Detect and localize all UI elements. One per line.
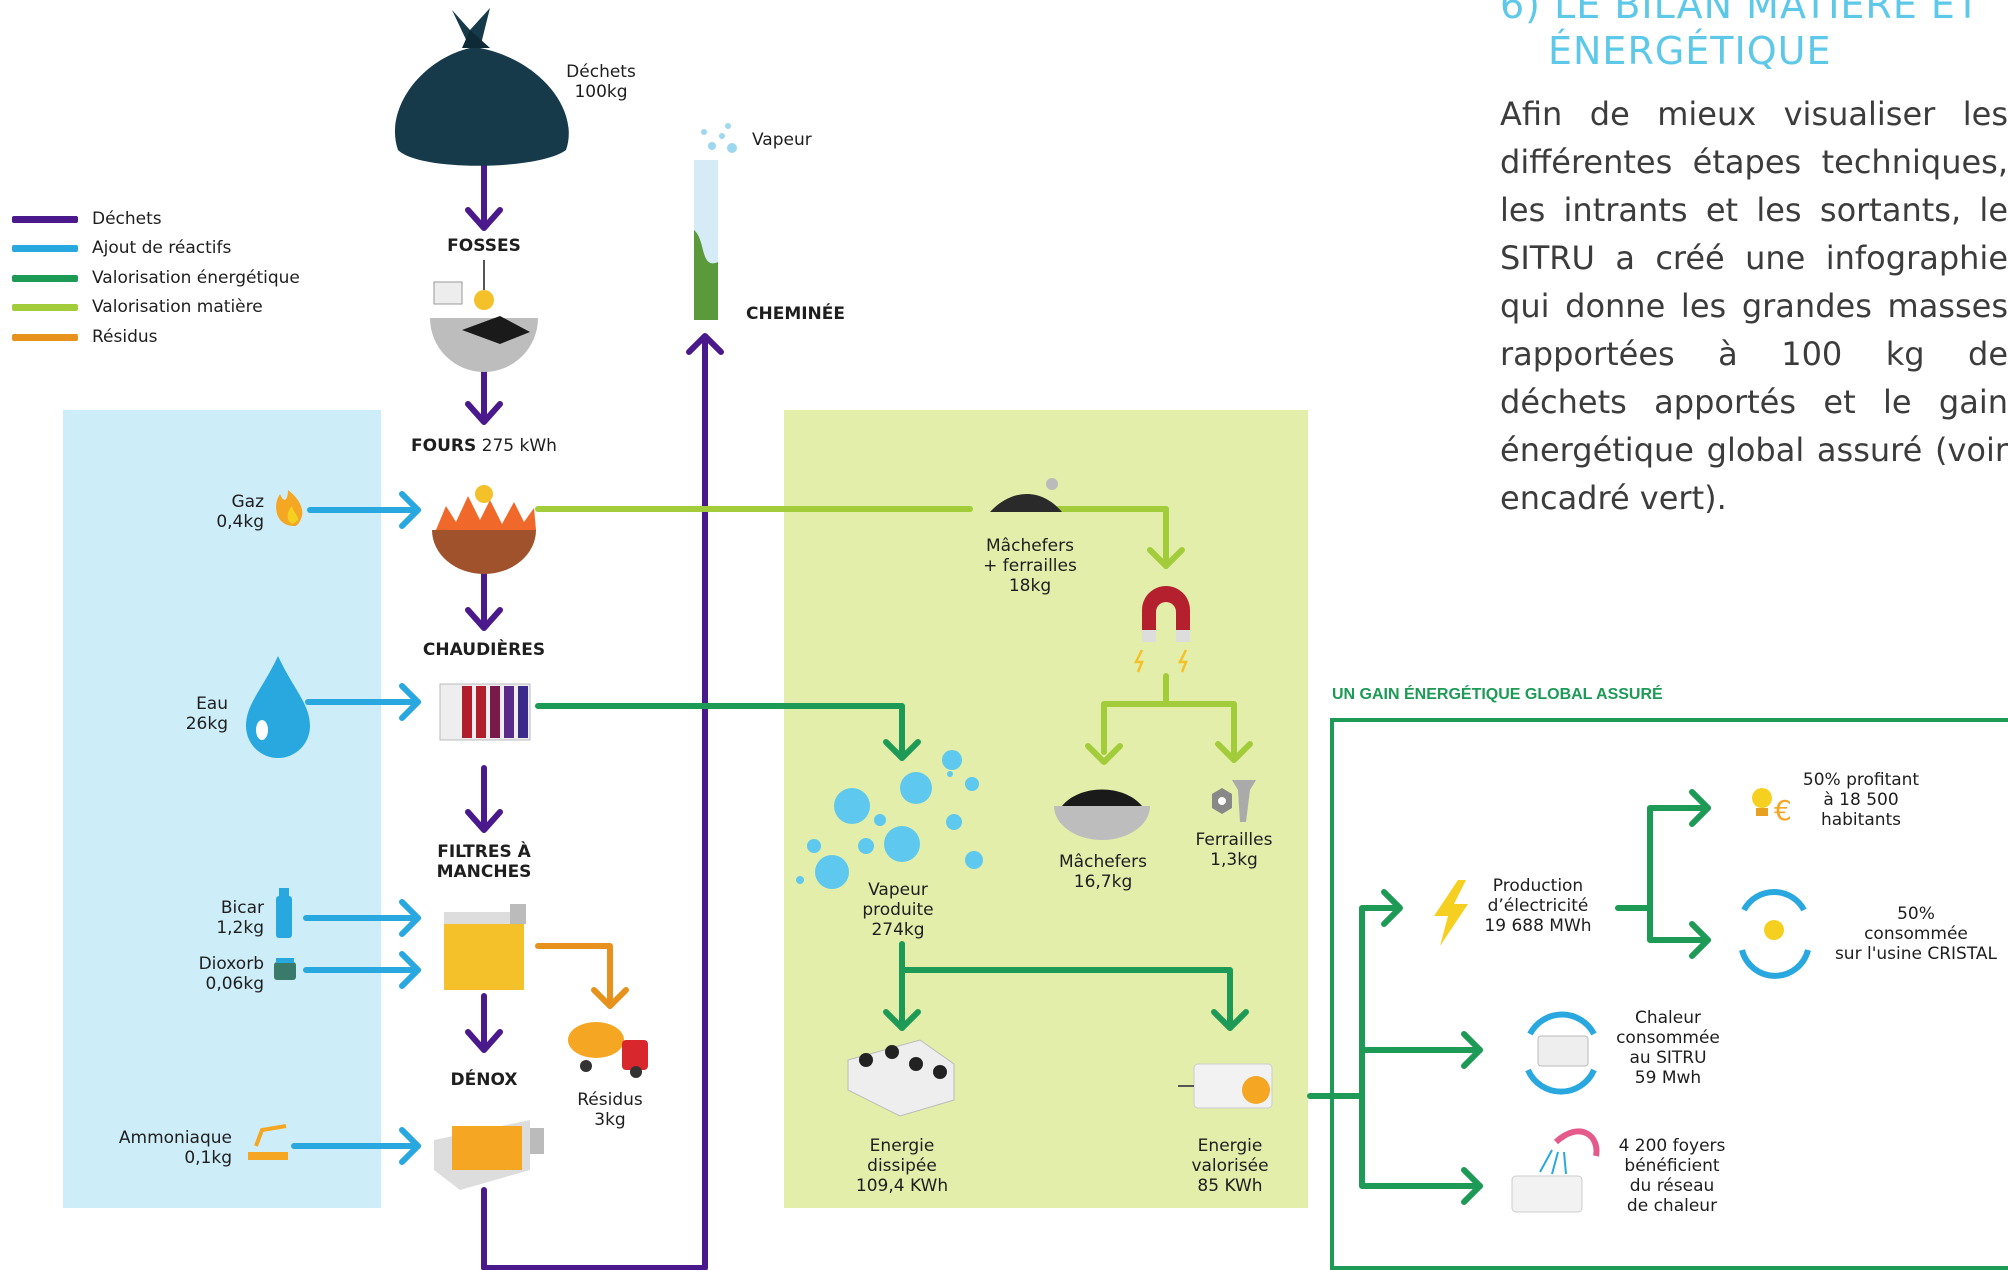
- flame-icon: [276, 490, 303, 526]
- screw-nut-icon: [1212, 780, 1256, 822]
- legend-swatch: [12, 215, 78, 223]
- gain-consommee: 50% consommée sur l'usine CRISTAL: [1834, 904, 1998, 964]
- gain-panel: [1330, 718, 2008, 1270]
- stage-cheminee: CHEMINÉE: [746, 304, 846, 324]
- waste-flow: [465, 157, 724, 1270]
- output-energie-dissipee: Energie dissipée 109,4 KWh: [855, 1136, 949, 1196]
- output-machefers-ferrailles: Mâchefers + ferrailles 18kg: [983, 536, 1077, 596]
- stage-fosses: FOSSES: [447, 236, 521, 256]
- residue-flow: [535, 943, 629, 1009]
- stage-denox: DÉNOX: [450, 1070, 518, 1090]
- legend-item-residus: Résidus: [12, 326, 158, 348]
- output-machefers: Mâchefers 16,7kg: [1059, 852, 1147, 892]
- chimney-icon: [694, 160, 718, 320]
- article-title-line1: 6) LE BILAN MATIÈRE ET: [1500, 0, 1981, 27]
- stage-fours-name: FOURS: [411, 436, 477, 456]
- article-title: 6) LE BILAN MATIÈRE ET ÉNERGÉTIQUE: [1500, 0, 2008, 74]
- boiler-icon: [439, 683, 531, 741]
- legend-item-dechets: Déchets: [12, 208, 162, 230]
- legend-swatch: [12, 303, 78, 311]
- output-energie-valorisee: Energie valorisée 85 KWh: [1191, 1136, 1269, 1196]
- stage-fours-value: 275 kWh: [476, 436, 557, 456]
- gain-production: Production d’électricité 19 688 MWh: [1484, 876, 1592, 936]
- energy-flow: [535, 703, 1711, 1205]
- input-bicar: Bicar 1,2kg: [216, 898, 264, 938]
- article-body: Afin de mieux visualiser les différentes…: [1500, 95, 2008, 517]
- furnace-icon: [432, 485, 536, 574]
- ash-pile-icon: [990, 478, 1062, 512]
- bubbles-icon: [796, 750, 983, 889]
- legend-label: Ajout de réactifs: [92, 238, 232, 258]
- steam-label: Vapeur: [752, 130, 812, 150]
- trash-bag-icon: [394, 8, 569, 166]
- article-title-line2: ÉNERGÉTIQUE: [1548, 29, 1832, 73]
- gain-title: UN GAIN ÉNERGÉTIQUE GLOBAL ASSURÉ: [1332, 686, 1663, 703]
- input-eau: Eau 26kg: [185, 694, 228, 734]
- output-residus: Résidus 3kg: [577, 1090, 643, 1130]
- bowl-icon: [1054, 789, 1150, 840]
- legend-item-reactifs: Ajout de réactifs: [12, 237, 231, 259]
- denox-icon: [434, 1120, 544, 1190]
- radiator-bulb-icon: [1178, 1063, 1273, 1109]
- legend-label: Résidus: [92, 327, 158, 347]
- magnet-icon: [1133, 586, 1190, 673]
- input-gaz: Gaz 0,4kg: [216, 492, 264, 532]
- cooler-icon: [847, 1039, 955, 1117]
- bulb-euro-icon: €: [1752, 788, 1792, 827]
- stage-chaudieres: CHAUDIÈRES: [422, 640, 546, 660]
- recycle-bulb-icon: [1739, 889, 1811, 979]
- reagent-arrows: [291, 491, 421, 1165]
- legend-swatch: [12, 274, 78, 282]
- bottle-icon: [276, 888, 292, 938]
- waste-input-label: Déchets 100kg: [566, 62, 636, 102]
- stage-fours: FOURS 275 kWh: [384, 436, 584, 456]
- gain-foyers: 4 200 foyers bénéficient du réseau de ch…: [1618, 1136, 1726, 1216]
- reagent-panel: [63, 410, 381, 1208]
- stage-filtres: FILTRES À MANCHES: [436, 842, 532, 882]
- legend-label: Valorisation matière: [92, 297, 263, 317]
- legend-label: Valorisation énergétique: [92, 268, 300, 288]
- recycle-radiator-icon: [1525, 1011, 1597, 1095]
- input-dioxorb: Dioxorb 0,06kg: [198, 954, 264, 994]
- legend-swatch: [12, 244, 78, 252]
- matter-flow: [535, 506, 1253, 765]
- waste-pit-icon: [430, 260, 538, 372]
- gain-profitant: 50% profitant à 18 500 habitants: [1802, 770, 1920, 830]
- output-vapeur-produite: Vapeur produite 274kg: [862, 880, 934, 940]
- tanker-truck-icon: [568, 1022, 648, 1078]
- water-drop-icon: [246, 656, 310, 758]
- legend-swatch: [12, 333, 78, 341]
- legend-item-energetique: Valorisation énergétique: [12, 267, 300, 289]
- input-ammoniaque: Ammoniaque 0,1kg: [118, 1128, 232, 1168]
- svg-text:€: €: [1774, 794, 1792, 827]
- shower-radiator-icon: [1511, 1128, 1600, 1213]
- steam-icon: [701, 123, 737, 153]
- ammonia-icon: [248, 1124, 288, 1160]
- jar-icon: [274, 958, 296, 980]
- legend-item-matiere: Valorisation matière: [12, 296, 263, 318]
- filter-icon: [444, 904, 526, 990]
- output-ferrailles: Ferrailles 1,3kg: [1195, 830, 1273, 870]
- legend-label: Déchets: [92, 209, 162, 229]
- lightning-icon: [1434, 880, 1468, 946]
- gain-chaleur: Chaleur consommée au SITRU 59 Mwh: [1616, 1008, 1720, 1088]
